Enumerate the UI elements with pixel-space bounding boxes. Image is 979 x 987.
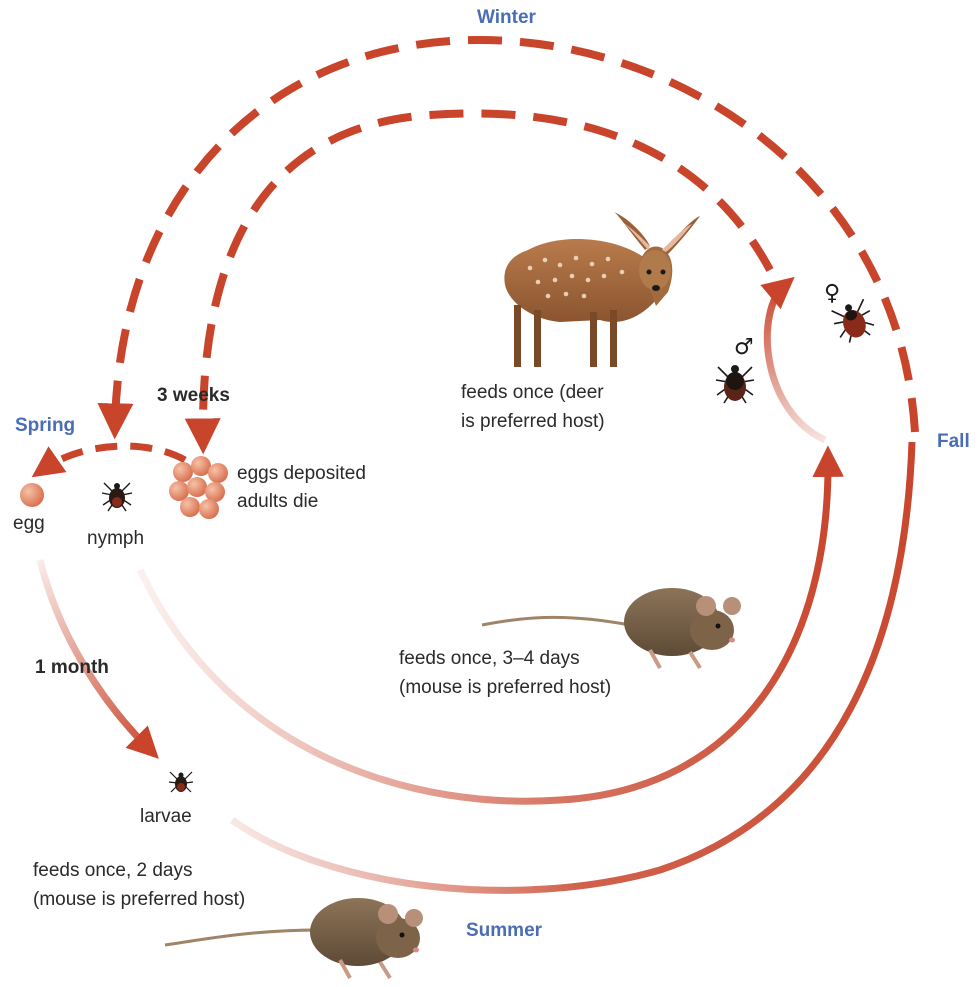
single-egg-icon [20, 483, 44, 507]
egg-cluster-icon [169, 456, 228, 519]
adults-die-label: adults die [237, 491, 318, 512]
stage-nymph-label: nymph [87, 528, 144, 549]
male-symbol-icon: ♂ [734, 335, 754, 360]
larvae-host-mouse-icon [165, 898, 423, 978]
larvae-tick-icon [169, 772, 193, 792]
male-adult-tick-icon [716, 365, 754, 403]
season-spring-label: Spring [15, 415, 75, 436]
season-summer-label: Summer [466, 920, 543, 941]
nymph-feeding-note-line1: feeds once, 3–4 days [399, 648, 580, 669]
adult-to-deer-arrow [767, 285, 825, 440]
larvae-feeding-note-line1: feeds once, 2 days [33, 860, 193, 881]
larvae-feeding-note-line2: (mouse is preferred host) [33, 889, 245, 910]
stage-larvae-label: larvae [140, 806, 192, 827]
deer-feeding-note-line1: feeds once (deer [461, 382, 604, 403]
egg-to-larvae-arrow [40, 560, 150, 750]
duration-three-weeks-label: 3 weeks [157, 385, 230, 406]
nymph-tick-icon [102, 483, 132, 511]
season-winter-label: Winter [477, 7, 537, 28]
eggs-deposited-label: eggs deposited [237, 463, 366, 484]
spring-dashed-arrow [42, 446, 185, 470]
duration-one-month-label: 1 month [35, 657, 109, 678]
nymph-feeding-note-line2: (mouse is preferred host) [399, 677, 611, 698]
female-symbol-icon: ♀ [824, 281, 840, 306]
stage-egg-label: egg [13, 513, 45, 534]
season-fall-label: Fall [937, 431, 970, 452]
deer-feeding-note-line2: is preferred host) [461, 411, 605, 432]
deer-illustration-icon [504, 212, 700, 367]
